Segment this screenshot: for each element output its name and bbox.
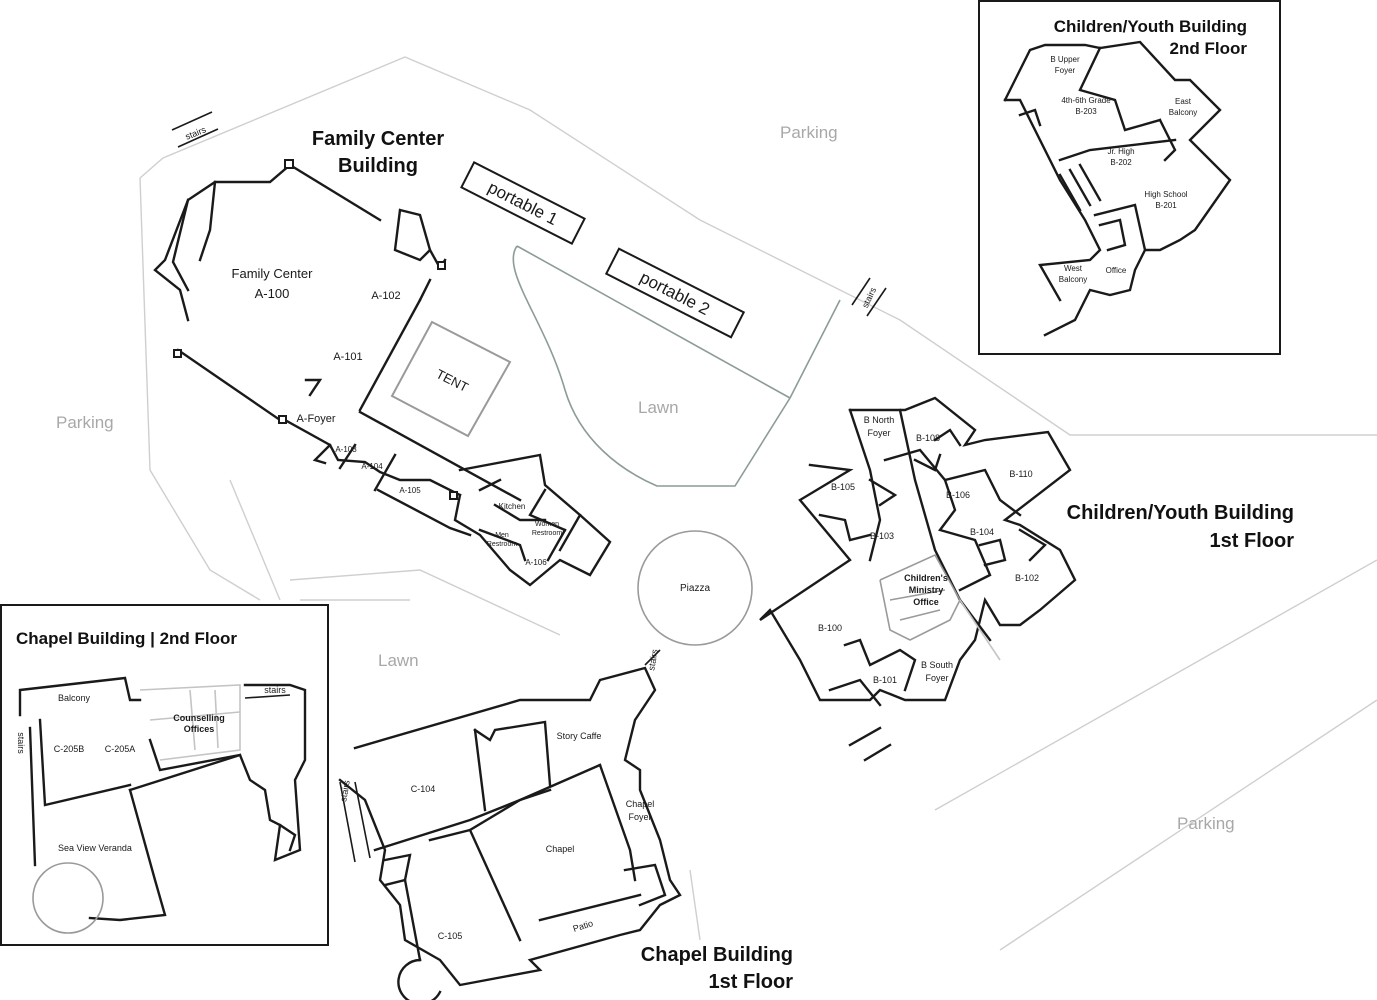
piazza-label: Piazza xyxy=(680,583,710,594)
stairs-label: stairs xyxy=(646,648,660,671)
room-office[interactable]: Office xyxy=(1106,266,1127,275)
room-b110[interactable]: B-110 xyxy=(1009,469,1032,479)
room-b108[interactable]: B-108 xyxy=(916,433,940,443)
room-a103[interactable]: A-103 xyxy=(335,445,357,454)
cy1-title-1: Children/Youth Building xyxy=(1067,502,1294,524)
cy2-inset: Children/Youth Building 2nd Floor B Uppe… xyxy=(978,0,1281,355)
room-a105[interactable]: A-105 xyxy=(399,486,421,495)
room-a106[interactable]: A-106 xyxy=(525,558,547,567)
portable-2[interactable]: portable 2 xyxy=(604,247,746,339)
parking-label-top: Parking xyxy=(780,123,838,142)
room-men-restroom-1[interactable]: Men xyxy=(495,532,509,539)
room-c104[interactable]: C-104 xyxy=(411,784,436,794)
room-story-caffe[interactable]: Story Caffe xyxy=(557,731,602,741)
room-b203-2[interactable]: B-203 xyxy=(1075,107,1097,116)
family-center-building: Family Center Building Family Center A-1… xyxy=(153,128,612,587)
chapel-building-1st-floor: stairs stairs Chapel Building 1st Floor … xyxy=(338,648,793,1000)
chapel1-title-2: 1st Floor xyxy=(709,971,794,993)
room-chapel-foyer-2[interactable]: Foyer xyxy=(628,812,651,822)
room-b203-1[interactable]: 4th-6th Grade xyxy=(1061,96,1111,105)
room-b202-1[interactable]: Jr. High xyxy=(1107,147,1134,156)
parking-label-left: Parking xyxy=(56,413,114,432)
chapel1-title-1: Chapel Building xyxy=(641,944,793,966)
chapel2-title: Chapel Building | 2nd Floor xyxy=(16,629,237,648)
room-b201-2[interactable]: B-201 xyxy=(1155,201,1177,210)
cy1-title-2: 1st Floor xyxy=(1210,530,1295,552)
lawn-area xyxy=(512,245,841,487)
room-patio[interactable]: Patio xyxy=(572,918,595,934)
lawn-label-left: Lawn xyxy=(378,651,419,670)
parking-label-right: Parking xyxy=(1177,814,1235,833)
room-b102[interactable]: B-102 xyxy=(1015,573,1039,583)
stairs-label: stairs xyxy=(16,732,26,754)
room-b201-1[interactable]: High School xyxy=(1144,190,1187,199)
room-b100[interactable]: B-100 xyxy=(818,623,842,633)
room-childrens-ministry-office-2[interactable]: Ministry xyxy=(909,585,944,595)
children-youth-building-1st-floor: Children/Youth Building 1st Floor B Nort… xyxy=(759,396,1295,762)
room-b-upper-foyer-2[interactable]: Foyer xyxy=(1055,66,1076,75)
tent[interactable]: TENT xyxy=(390,320,512,438)
chapel2-inset: Chapel Building | 2nd Floor Balcony stai… xyxy=(0,604,329,946)
portable-1[interactable]: portable 1 xyxy=(460,161,586,245)
room-counselling-offices-1[interactable]: Counselling xyxy=(173,713,225,723)
room-counselling-offices-2[interactable]: Offices xyxy=(184,724,215,734)
lawn-label-center: Lawn xyxy=(638,398,679,417)
room-b101[interactable]: B-101 xyxy=(873,675,897,685)
room-sea-view-veranda[interactable]: Sea View Veranda xyxy=(58,843,132,853)
room-b106[interactable]: B-106 xyxy=(946,490,970,500)
room-east-balcony-2[interactable]: Balcony xyxy=(1169,108,1197,117)
room-c205a[interactable]: C-205A xyxy=(105,744,136,754)
cy2-title-2: 2nd Floor xyxy=(1170,39,1248,58)
room-b-south-foyer-2[interactable]: Foyer xyxy=(925,673,948,683)
room-a-foyer[interactable]: A-Foyer xyxy=(296,413,335,425)
site-outlines xyxy=(139,56,1377,951)
room-west-balcony-2[interactable]: Balcony xyxy=(1059,275,1087,284)
family-center-title-1: Family Center xyxy=(312,128,444,150)
room-chapel-foyer-1[interactable]: Chapel xyxy=(626,799,655,809)
room-childrens-ministry-office-3[interactable]: Office xyxy=(913,597,939,607)
room-a101[interactable]: A-101 xyxy=(333,351,362,363)
room-a100-number[interactable]: A-100 xyxy=(255,286,290,301)
room-b104[interactable]: B-104 xyxy=(970,527,994,537)
room-women-restroom-1[interactable]: Women xyxy=(535,521,559,528)
room-a100-name[interactable]: Family Center xyxy=(232,266,314,281)
piazza[interactable]: Piazza xyxy=(637,530,753,646)
room-b-south-foyer-1[interactable]: B South xyxy=(921,660,953,670)
room-a102[interactable]: A-102 xyxy=(371,290,400,302)
stairs-top-left[interactable]: stairs xyxy=(171,111,219,148)
room-men-restroom-2[interactable]: Restroom xyxy=(487,541,518,548)
room-kitchen[interactable]: Kitchen xyxy=(499,502,526,511)
room-childrens-ministry-office-1[interactable]: Children's xyxy=(904,573,948,583)
room-west-balcony-1[interactable]: West xyxy=(1064,264,1083,273)
room-c105[interactable]: C-105 xyxy=(438,931,463,941)
room-b103[interactable]: B-103 xyxy=(870,531,894,541)
room-b-north-foyer-1[interactable]: B North xyxy=(864,415,895,425)
room-balcony[interactable]: Balcony xyxy=(58,693,91,703)
room-chapel[interactable]: Chapel xyxy=(546,844,575,854)
room-b-upper-foyer-1[interactable]: B Upper xyxy=(1050,55,1080,64)
room-b202-2[interactable]: B-202 xyxy=(1110,158,1132,167)
stairs-label: stairs xyxy=(338,779,352,802)
room-b-north-foyer-2[interactable]: Foyer xyxy=(867,428,890,438)
room-b105[interactable]: B-105 xyxy=(831,482,855,492)
room-a104[interactable]: A-104 xyxy=(361,462,383,471)
room-women-restroom-2[interactable]: Restroom xyxy=(532,530,563,537)
cy2-title-1: Children/Youth Building xyxy=(1054,17,1247,36)
room-c205b[interactable]: C-205B xyxy=(54,744,85,754)
room-east-balcony-1[interactable]: East xyxy=(1175,97,1192,106)
family-center-title-2: Building xyxy=(338,155,418,177)
stairs-label: stairs xyxy=(264,685,286,695)
